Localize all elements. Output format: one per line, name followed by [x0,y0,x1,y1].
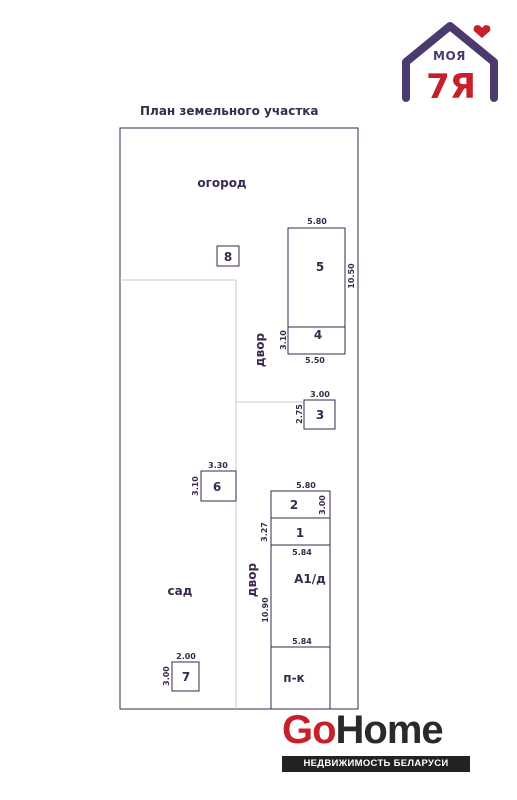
building-7-label: 7 [182,670,190,684]
dim-b5-height: 10.50 [347,263,356,289]
heart-icon [473,25,491,38]
zone-yard-bottom: двор [245,563,259,598]
dim-b6-height: 3.10 [191,476,200,496]
gohome-home: Home [335,708,444,752]
dim-a1d-width: 5.84 [292,548,312,557]
building-a1d-label: А1/д [294,572,326,586]
plan-title: План земельного участка [140,104,319,118]
dim-b5-width: 5.80 [307,217,327,226]
moya-mark: 7Я [426,67,476,106]
moya-logo-text: МОЯ [433,49,466,63]
building-pk-label: п-к [283,671,304,685]
building-6-label: 6 [213,480,221,494]
building-1-label: 1 [296,526,304,540]
gohome-subtitle: НЕДВИЖИМОСТЬ БЕЛАРУСИ [282,756,470,772]
dim-b3-width: 3.00 [310,390,330,399]
dim-pk-width: 5.84 [292,637,312,646]
building-3 [303,399,336,430]
dim-b6-width: 3.30 [208,461,228,470]
dim-b3-height: 2.75 [295,404,304,424]
zone-yard-top: двор [253,333,267,368]
dim-b1-height: 3.27 [260,522,269,542]
garden-division-line [120,279,237,709]
house-outline [270,490,331,710]
dim-b2-height: 3.00 [318,495,327,515]
building-8 [216,245,240,267]
building-3-label: 3 [316,408,324,422]
building-8-label: 8 [224,250,232,264]
gohome-logo: GoHome НЕДВИЖИМОСТЬ БЕЛАРУСИ [282,708,474,774]
gohome-go: Go [282,708,337,752]
gohome-wordmark: GoHome [282,708,444,752]
plot-boundary [119,127,359,710]
building-4 [287,326,346,355]
dim-b7-width: 2.00 [176,652,196,661]
building-7 [171,661,200,692]
dim-a1d-height: 10.90 [261,597,270,623]
dim-house-width: 5.80 [296,481,316,490]
dim-b4-height: 3.10 [279,330,288,350]
building-5-label: 5 [316,260,324,274]
moya-logo: 7Я [402,22,498,106]
building-5 [287,227,346,328]
zone-orchard: сад [168,584,193,598]
zone-garden-veg: огород [197,176,247,190]
building-4-label: 4 [314,328,322,342]
building-2-label: 2 [290,498,298,512]
dim-b7-height: 3.00 [162,666,171,686]
dim-b4-width: 5.50 [305,356,325,365]
building-6 [200,470,237,502]
